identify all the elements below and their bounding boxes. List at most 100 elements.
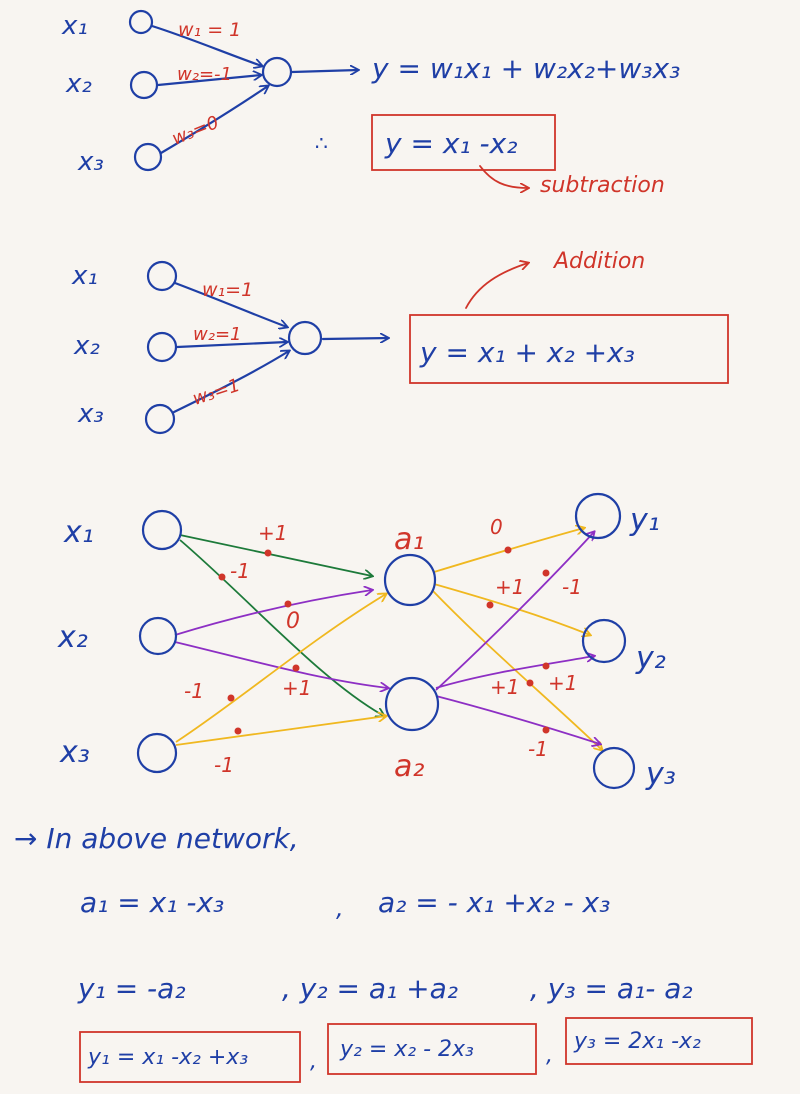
- w-a1-y3: +1: [490, 675, 519, 699]
- d2-input-x2-label: x₂: [73, 331, 100, 361]
- dot-x3-a2: [234, 727, 242, 735]
- d2-edge-3: [172, 351, 289, 414]
- d2-note: Addition: [552, 249, 645, 274]
- d1-edge-1: [150, 24, 262, 66]
- d1-weight-3: w₃=0: [169, 112, 222, 150]
- label-y3: y₃: [645, 757, 676, 792]
- edge-x2-a1: [174, 590, 372, 636]
- d1-weight-2: w₂=-1: [177, 64, 232, 85]
- dot-x2-a1: [284, 600, 292, 608]
- d1-weight-1: w₁ = 1: [178, 19, 241, 41]
- dot-a1-y2: [486, 601, 494, 609]
- edge-a2-y2: [435, 656, 594, 689]
- edge-x2-a2: [174, 641, 388, 688]
- notes-heading: → In above network,: [14, 822, 299, 855]
- d1-input-node-1: [128, 9, 154, 35]
- label-y2: y₂: [635, 641, 666, 676]
- d1-input-node-2: [129, 70, 159, 100]
- label-x2: x₂: [57, 620, 88, 655]
- dot-a2-y3: [542, 726, 550, 734]
- d1-input-node-3: [133, 142, 163, 172]
- diagram-1: x₁ x₂ x₃ w₁ = 1 w₂=-1 w₃=0 y = w₁x₁ + w₂…: [61, 9, 680, 198]
- edge-a1-y2: [433, 583, 590, 635]
- notes-section: → In above network, a₁ = x₁ -x₃ , a₂ = -…: [14, 822, 753, 1083]
- d1-edge-3: [159, 86, 268, 155]
- node-a2: [384, 676, 440, 732]
- edge-x3-a1: [175, 594, 386, 743]
- result-y1: y₁ = x₁ -x₂ +x₃: [87, 1045, 248, 1070]
- dot-x1-a2: [218, 573, 226, 581]
- node-y3: [592, 746, 636, 790]
- w-x1-a2: -1: [230, 559, 250, 583]
- d1-neuron-node: [261, 56, 293, 88]
- dot-x2-a2: [292, 664, 300, 672]
- w-x3-a2: -1: [214, 753, 234, 777]
- result-box-y2: [327, 1023, 537, 1075]
- diagram-2: x₁ x₂ x₃ w₁=1 w₂=1 w₃=1 Addition y = x₁ …: [71, 249, 729, 435]
- result-box-y1: [79, 1031, 301, 1083]
- label-x1: x₁: [63, 515, 94, 550]
- dot-a2-y2: [542, 662, 550, 670]
- d1-input-x2-label: x₂: [65, 69, 92, 99]
- node-x1: [141, 509, 183, 551]
- d2-edge-2: [175, 342, 287, 349]
- d1-equation: y = w₁x₁ + w₂x₂+w₃x₃: [371, 52, 680, 85]
- w-x2-a2: +1: [282, 676, 311, 700]
- result-y2: y₂ = x₂ - 2x₃: [339, 1037, 474, 1062]
- edge-a1-y1: [433, 528, 584, 573]
- node-y2: [581, 618, 627, 664]
- d1-result-box: [371, 114, 556, 171]
- d2-result: y = x₁ + x₂ +x₃: [419, 336, 635, 369]
- edge-x1-a2: [179, 539, 384, 716]
- edge-a2-y3: [435, 695, 600, 744]
- result-separator-2: ,: [546, 1043, 553, 1068]
- d1-edge-2: [156, 75, 261, 87]
- d2-result-box: [409, 314, 729, 384]
- d1-result-note: subtraction: [540, 173, 665, 198]
- eq-y3: , y₃ = a₁- a₂: [530, 972, 693, 1005]
- d1-result: y = x₁ -x₂: [384, 127, 517, 160]
- d2-input-x3-label: x₃: [77, 399, 104, 429]
- node-x2: [138, 616, 178, 656]
- node-x3: [136, 732, 178, 774]
- result-y3: y₃ = 2x₁ -x₂: [573, 1029, 701, 1054]
- w-a1-y2: +1: [495, 575, 524, 599]
- dot-x1-a1: [264, 549, 272, 557]
- w-x1-a1: +1: [258, 521, 287, 545]
- d2-weight-3: w₃=1: [190, 375, 243, 410]
- d2-note-arrow: [465, 263, 528, 309]
- edge-x1-a1: [179, 534, 372, 576]
- network-diagram: +1 -1 0 +1 -1 -1 0 +1 -1 +1 +1 -1 x₁ x₂ …: [57, 492, 676, 792]
- d2-input-node-1: [146, 260, 178, 292]
- result-box-y3: [565, 1017, 753, 1065]
- d1-note-arrow: [479, 165, 528, 188]
- d2-weight-2: w₂=1: [193, 324, 241, 345]
- eq-a1: a₁ = x₁ -x₃: [80, 886, 224, 919]
- d2-input-x1-label: x₁: [71, 261, 98, 291]
- dot-a1-y3: [526, 679, 534, 687]
- d1-therefore-symbol: ∴: [315, 131, 328, 155]
- d1-output-arrow: [290, 70, 358, 72]
- label-a2: a₂: [394, 749, 424, 784]
- edge-x3-a2: [175, 716, 386, 746]
- dot-a1-y1: [504, 546, 512, 554]
- edge-a2-y1: [435, 532, 594, 691]
- node-y1: [574, 492, 622, 540]
- d2-output-arrow: [321, 338, 388, 339]
- eq-line1-separator: ,: [336, 894, 344, 922]
- d1-input-x3-label: x₃: [77, 147, 104, 177]
- node-a1: [383, 553, 437, 607]
- w-x3-a1: -1: [184, 679, 204, 703]
- dot-x3-a1: [227, 694, 235, 702]
- d2-weight-1: w₁=1: [202, 279, 253, 301]
- eq-y2: , y₂ = a₁ +a₂: [282, 972, 458, 1005]
- w-a2-y1: -1: [562, 575, 582, 599]
- edge-a1-y3: [431, 589, 602, 750]
- dot-a2-y1: [542, 569, 550, 577]
- d2-input-node-3: [144, 403, 176, 435]
- eq-y1: y₁ = -a₂: [77, 972, 186, 1005]
- eq-a2: a₂ = - x₁ +x₂ - x₃: [378, 886, 610, 919]
- d2-edge-1: [173, 281, 287, 327]
- w-a2-y3: -1: [528, 737, 548, 761]
